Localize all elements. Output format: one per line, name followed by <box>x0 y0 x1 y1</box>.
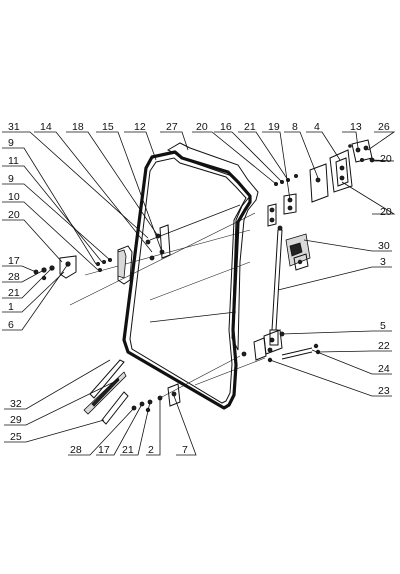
callout-20-r1: 20 <box>380 153 392 165</box>
callout-18: 18 <box>72 121 84 133</box>
callout-7: 7 <box>182 444 188 456</box>
top-right-latch <box>348 139 375 163</box>
callout-17-b: 17 <box>98 444 110 456</box>
callout-20-l: 20 <box>8 209 20 221</box>
callout-8: 8 <box>292 121 298 133</box>
callout-31: 31 <box>8 121 20 133</box>
callout-26: 26 <box>378 121 390 133</box>
callout-32: 32 <box>10 398 22 410</box>
leader-lines <box>2 131 396 456</box>
callout-20-top: 20 <box>196 121 208 133</box>
callout-6: 6 <box>8 319 14 331</box>
callout-29: 29 <box>10 414 22 426</box>
callout-15: 15 <box>102 121 114 133</box>
door-seal-outline <box>122 150 252 410</box>
callout-28-b: 28 <box>70 444 82 456</box>
door-seal <box>122 150 252 410</box>
callout-4: 4 <box>314 121 320 133</box>
callout-28-l: 28 <box>8 271 20 283</box>
callout-11: 11 <box>8 155 19 167</box>
callout-16: 16 <box>220 121 232 133</box>
callout-21-b: 21 <box>122 444 134 456</box>
gas-strut <box>269 225 283 346</box>
callout-22: 22 <box>378 340 390 352</box>
callout-20-r2: 20 <box>380 206 392 218</box>
callout-17-l: 17 <box>8 255 20 267</box>
bottom-hinge-parts <box>131 383 181 413</box>
callout-19: 19 <box>268 121 280 133</box>
door-seal-inner <box>129 157 247 404</box>
glass-panel-outline <box>166 142 259 351</box>
left-hinge-parts <box>33 255 113 281</box>
callout-1: 1 <box>8 301 14 313</box>
lower-right-hinge <box>241 329 321 363</box>
left-hinge-bracket <box>117 224 171 285</box>
glass-panel <box>149 142 259 351</box>
callout-labels: 31 14 18 15 12 27 20 16 21 19 8 4 13 26 … <box>8 121 392 456</box>
callout-23: 23 <box>378 385 390 397</box>
callout-5: 5 <box>380 320 386 332</box>
callout-14: 14 <box>40 121 52 133</box>
callout-12: 12 <box>134 121 146 133</box>
callout-21-top: 21 <box>244 121 256 133</box>
callout-10: 10 <box>8 191 20 203</box>
reference-lines <box>69 212 266 399</box>
callout-9-b: 9 <box>8 173 14 185</box>
callout-3: 3 <box>380 256 386 268</box>
callout-21-l: 21 <box>8 287 20 299</box>
callout-2: 2 <box>148 444 154 456</box>
wiper <box>83 359 129 425</box>
door-lock <box>285 233 311 271</box>
callout-13: 13 <box>350 121 362 133</box>
upper-right-hinge <box>267 149 353 227</box>
callout-24: 24 <box>378 363 390 375</box>
callout-9-a: 9 <box>8 137 14 149</box>
callout-27: 27 <box>166 121 178 133</box>
callout-30: 30 <box>378 240 390 252</box>
callout-25: 25 <box>10 431 22 443</box>
